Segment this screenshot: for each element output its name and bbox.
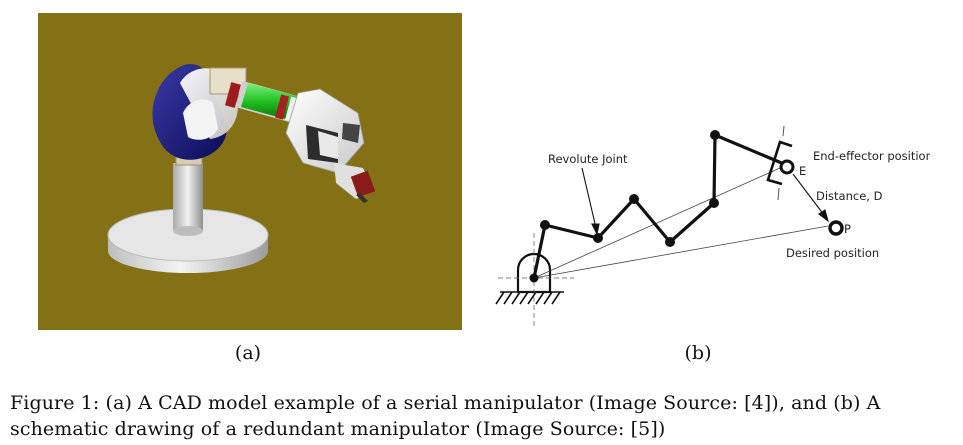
desired-position-point — [828, 220, 844, 236]
end-effector-gripper — [766, 125, 793, 201]
subfigure-label-b: (b) — [684, 342, 712, 364]
distance-label: Distance, D — [816, 189, 883, 203]
end-effector-marker: E — [799, 164, 806, 178]
manipulator-links — [532, 133, 785, 279]
revolute-joint-pointer — [581, 167, 600, 236]
joint-markers — [529, 130, 720, 283]
ground-symbol — [495, 291, 564, 305]
manipulator-schematic: Revolute Joint End-effector position E D… — [490, 118, 933, 333]
distance-arrow — [792, 173, 829, 223]
target-marker: P — [844, 222, 851, 236]
end-effector-label: End-effector position — [813, 149, 930, 163]
base-joint — [516, 252, 552, 294]
subfigure-label-a: (a) — [234, 342, 262, 364]
reference-lines — [533, 167, 829, 279]
robot-shoulder — [152, 64, 247, 160]
robot-gripper — [334, 163, 376, 203]
desired-position-label: Desired position — [786, 246, 879, 260]
render-background — [38, 13, 462, 330]
revolute-joint-label: Revolute Joint — [548, 152, 628, 166]
robot-wrist — [285, 88, 365, 174]
cad-manipulator-image — [38, 13, 462, 330]
end-effector-point — [779, 159, 795, 175]
figure-caption: Figure 1: (a) A CAD model example of a s… — [10, 392, 881, 440]
robot-column — [173, 148, 203, 236]
